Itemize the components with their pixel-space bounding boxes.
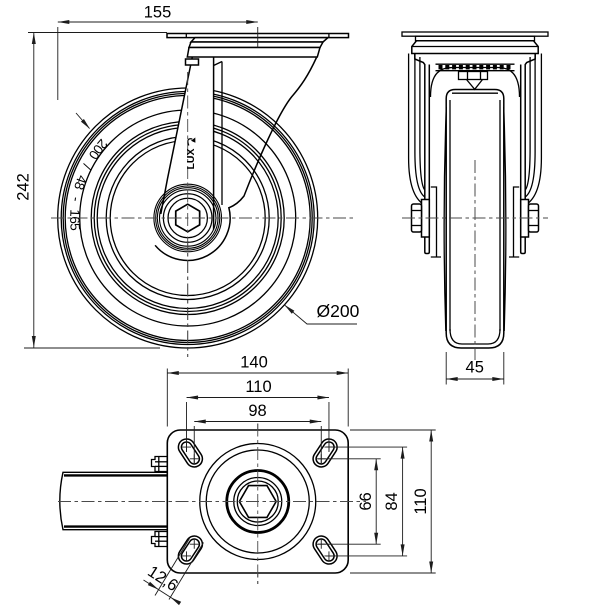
svg-text:5: 5: [67, 223, 83, 232]
svg-text:110: 110: [245, 378, 271, 396]
svg-text:45: 45: [466, 359, 484, 377]
svg-text:66: 66: [357, 492, 375, 510]
svg-text:140: 140: [240, 354, 268, 372]
svg-text:98: 98: [248, 402, 266, 420]
svg-text:8: 8: [71, 180, 88, 191]
svg-text:110: 110: [412, 488, 430, 514]
svg-text:-: -: [68, 196, 84, 203]
svg-text:LUX: LUX: [185, 149, 197, 170]
svg-text:6: 6: [67, 216, 82, 224]
svg-text:155: 155: [144, 4, 172, 22]
svg-text:1: 1: [67, 209, 82, 217]
svg-text:Ø200: Ø200: [317, 301, 360, 321]
svg-text:/: /: [79, 162, 94, 172]
svg-text:242: 242: [15, 173, 33, 201]
svg-text:84: 84: [383, 492, 401, 510]
